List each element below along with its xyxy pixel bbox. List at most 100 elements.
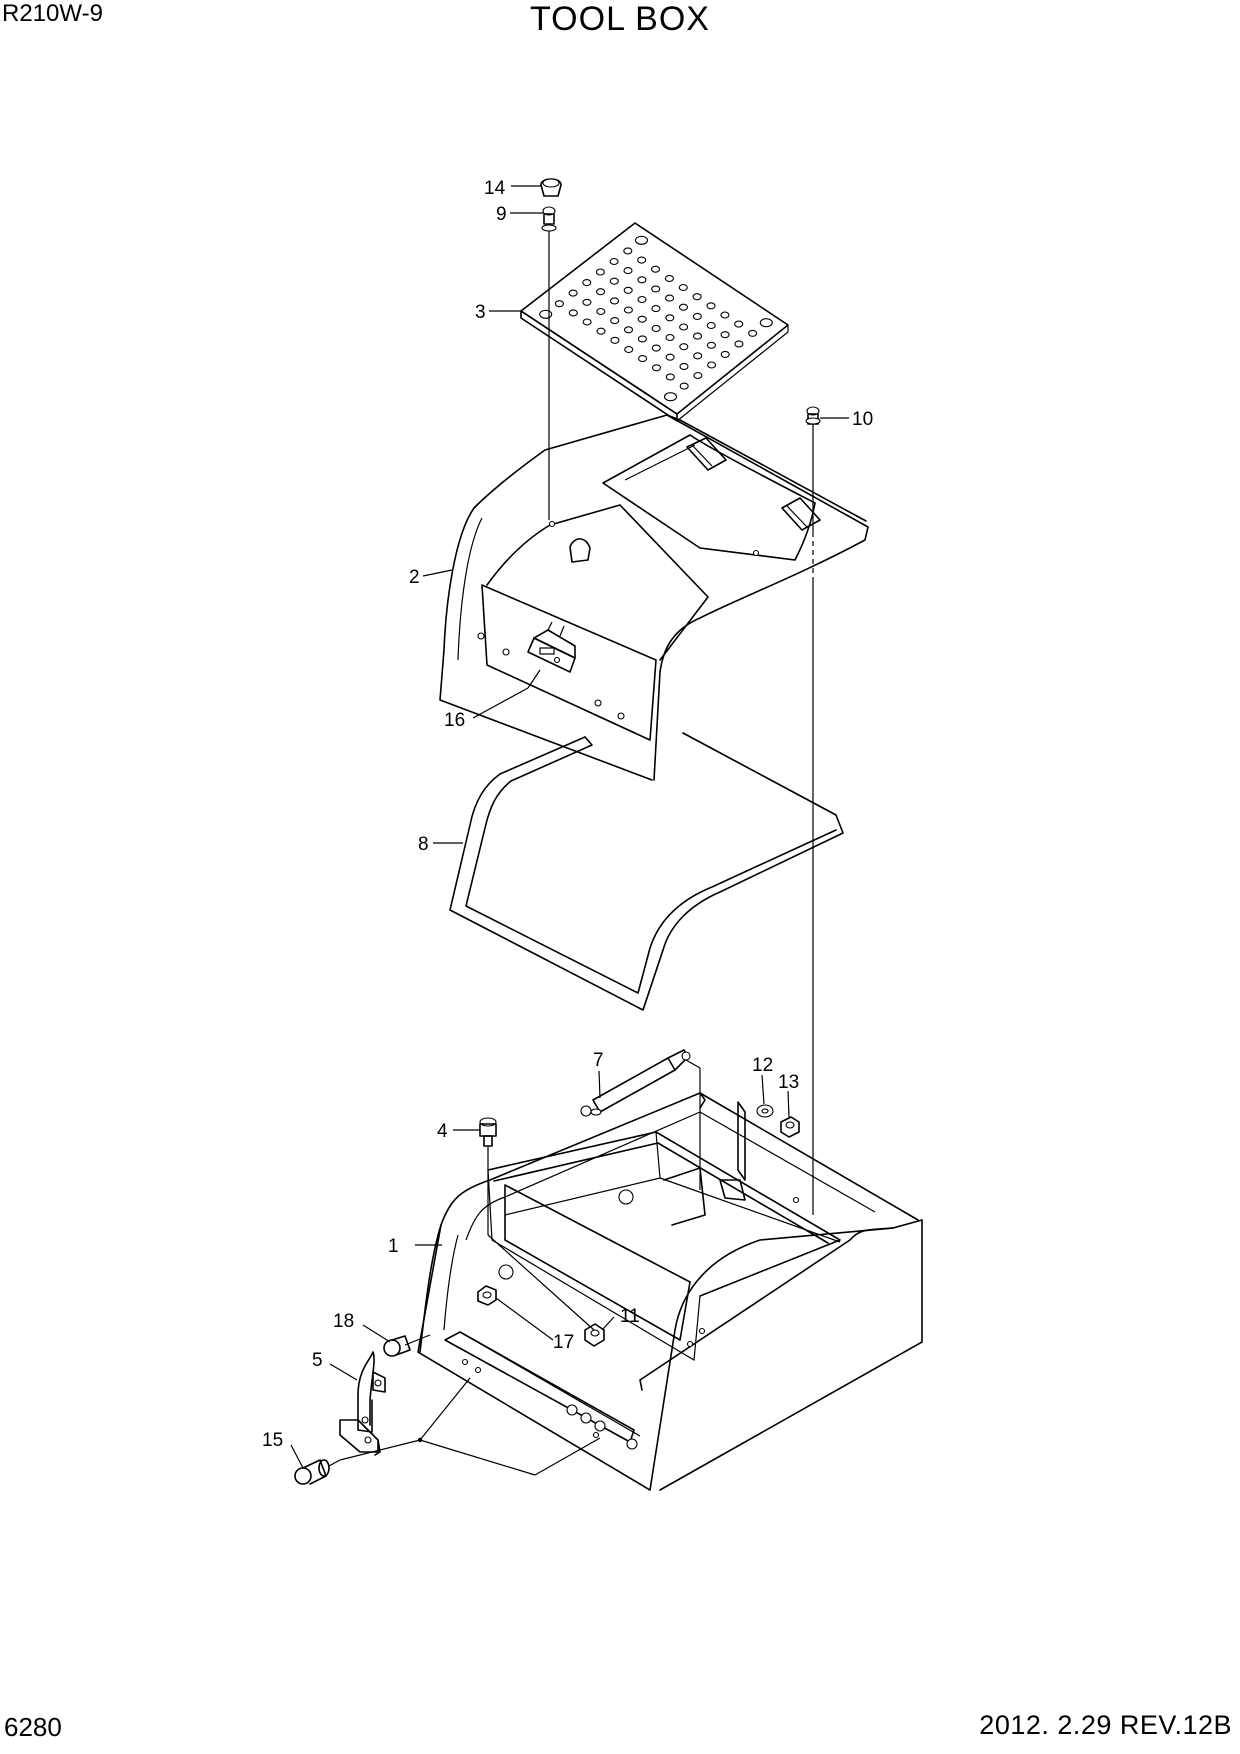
perforation-hole — [609, 277, 619, 285]
perforation-hole — [595, 268, 605, 276]
perforation-hole — [707, 361, 717, 369]
perforation-hole — [582, 298, 592, 306]
bumper-part-18 — [383, 1335, 411, 1357]
callout-12: 12 — [752, 1055, 773, 1076]
perforation-hole — [720, 311, 730, 319]
bolt-part-10 — [805, 406, 821, 425]
gas-spring — [580, 1049, 691, 1117]
perforation-hole — [665, 314, 675, 322]
nut-part-13 — [780, 1116, 800, 1138]
callout-18: 18 — [333, 1311, 354, 1332]
perforation-hole — [638, 355, 648, 363]
callout-2: 2 — [409, 567, 420, 588]
perforation-hole — [623, 306, 633, 314]
perforation-hole — [651, 285, 661, 293]
perforation-hole — [624, 345, 634, 354]
mounting-hole — [663, 392, 678, 402]
hinge-bracket-lower — [781, 497, 821, 531]
perforation-hole — [679, 362, 689, 370]
perforation-hole — [651, 324, 661, 332]
nut-part-17 — [477, 1285, 497, 1306]
perforation-hole — [651, 364, 662, 372]
perforation-hole — [582, 279, 592, 287]
perforation-hole — [692, 293, 702, 301]
plate-holes — [539, 235, 773, 402]
mounting-hole — [759, 318, 773, 328]
tool-box-body — [417, 1092, 923, 1491]
perforated-plate — [520, 222, 789, 422]
mounting-hole — [539, 309, 553, 319]
page-title: TOOL BOX — [530, 0, 710, 38]
perforation-hole — [596, 288, 606, 296]
bolt-part-4 — [479, 1117, 497, 1147]
perforation-hole — [706, 341, 716, 349]
callout-4: 4 — [437, 1121, 448, 1142]
nut-part-11 — [584, 1323, 605, 1347]
rubber-seal-frame — [449, 732, 844, 1011]
callout-16: 16 — [444, 710, 465, 731]
callout-9: 9 — [496, 204, 507, 225]
perforation-hole — [596, 327, 606, 335]
callout-7: 7 — [593, 1050, 604, 1071]
perforation-hole — [720, 331, 730, 339]
callout-11: 11 — [620, 1306, 640, 1327]
perforation-hole — [720, 350, 730, 358]
perforation-hole — [678, 283, 688, 292]
callout-17: 17 — [553, 1332, 574, 1353]
perforation-hole — [693, 352, 703, 360]
perforation-hole — [734, 340, 744, 348]
perforation-hole — [664, 274, 674, 282]
callout-labels: 14 9 3 10 2 16 8 7 12 13 4 1 18 5 15 17 … — [262, 178, 873, 1451]
perforation-hole — [692, 312, 702, 320]
callout-14: 14 — [484, 178, 506, 199]
perforation-hole — [637, 276, 647, 284]
perforation-hole — [679, 343, 689, 351]
callout-3: 3 — [475, 302, 486, 323]
perforation-hole — [623, 267, 633, 275]
perforation-hole — [679, 323, 689, 331]
perforation-hole — [734, 320, 744, 328]
perforation-hole — [582, 318, 592, 326]
perforation-hole — [706, 321, 716, 330]
callout-leaders — [290, 185, 849, 1469]
perforation-hole — [706, 302, 716, 310]
assembly-lines — [339, 240, 814, 1476]
date-revision: 2012. 2.29 REV.12B — [979, 1710, 1232, 1740]
perforation-hole — [610, 336, 620, 344]
cap-part-14 — [540, 178, 562, 197]
perforation-hole — [665, 333, 675, 342]
perforation-hole — [665, 294, 675, 302]
perforation-hole — [610, 317, 620, 325]
hinge-bracket-upper — [686, 437, 727, 471]
perforation-hole — [609, 257, 619, 266]
perforation-hole — [651, 305, 661, 313]
callout-5: 5 — [312, 1350, 323, 1371]
perforation-hole — [637, 315, 647, 323]
perforation-hole — [651, 344, 661, 352]
perforation-hole — [596, 307, 606, 316]
perforation-hole — [665, 373, 675, 381]
hook-part-5 — [339, 1351, 386, 1456]
bolt-part-9 — [541, 206, 557, 240]
perforation-hole — [678, 303, 689, 311]
perforation-hole — [623, 247, 633, 255]
bolt-part-15 — [294, 1459, 341, 1485]
perforation-hole — [623, 286, 633, 294]
washer-part-12 — [756, 1104, 774, 1118]
callout-1: 1 — [388, 1236, 399, 1257]
perforation-hole — [637, 335, 647, 343]
gas-spring-bracket — [719, 1101, 746, 1201]
lock-latch — [527, 621, 576, 673]
perforation-hole — [692, 332, 703, 340]
perforation-hole — [623, 326, 634, 334]
mounting-hole — [634, 235, 649, 245]
perforation-hole — [748, 329, 758, 337]
perforation-hole — [568, 309, 578, 317]
perforation-hole — [693, 371, 703, 380]
perforation-hole — [665, 353, 675, 361]
perforation-hole — [554, 300, 564, 308]
perforation-hole — [679, 382, 689, 390]
tool-box-cover — [439, 414, 869, 781]
page-number: 6280 — [4, 1712, 62, 1742]
perforation-hole — [568, 289, 578, 297]
